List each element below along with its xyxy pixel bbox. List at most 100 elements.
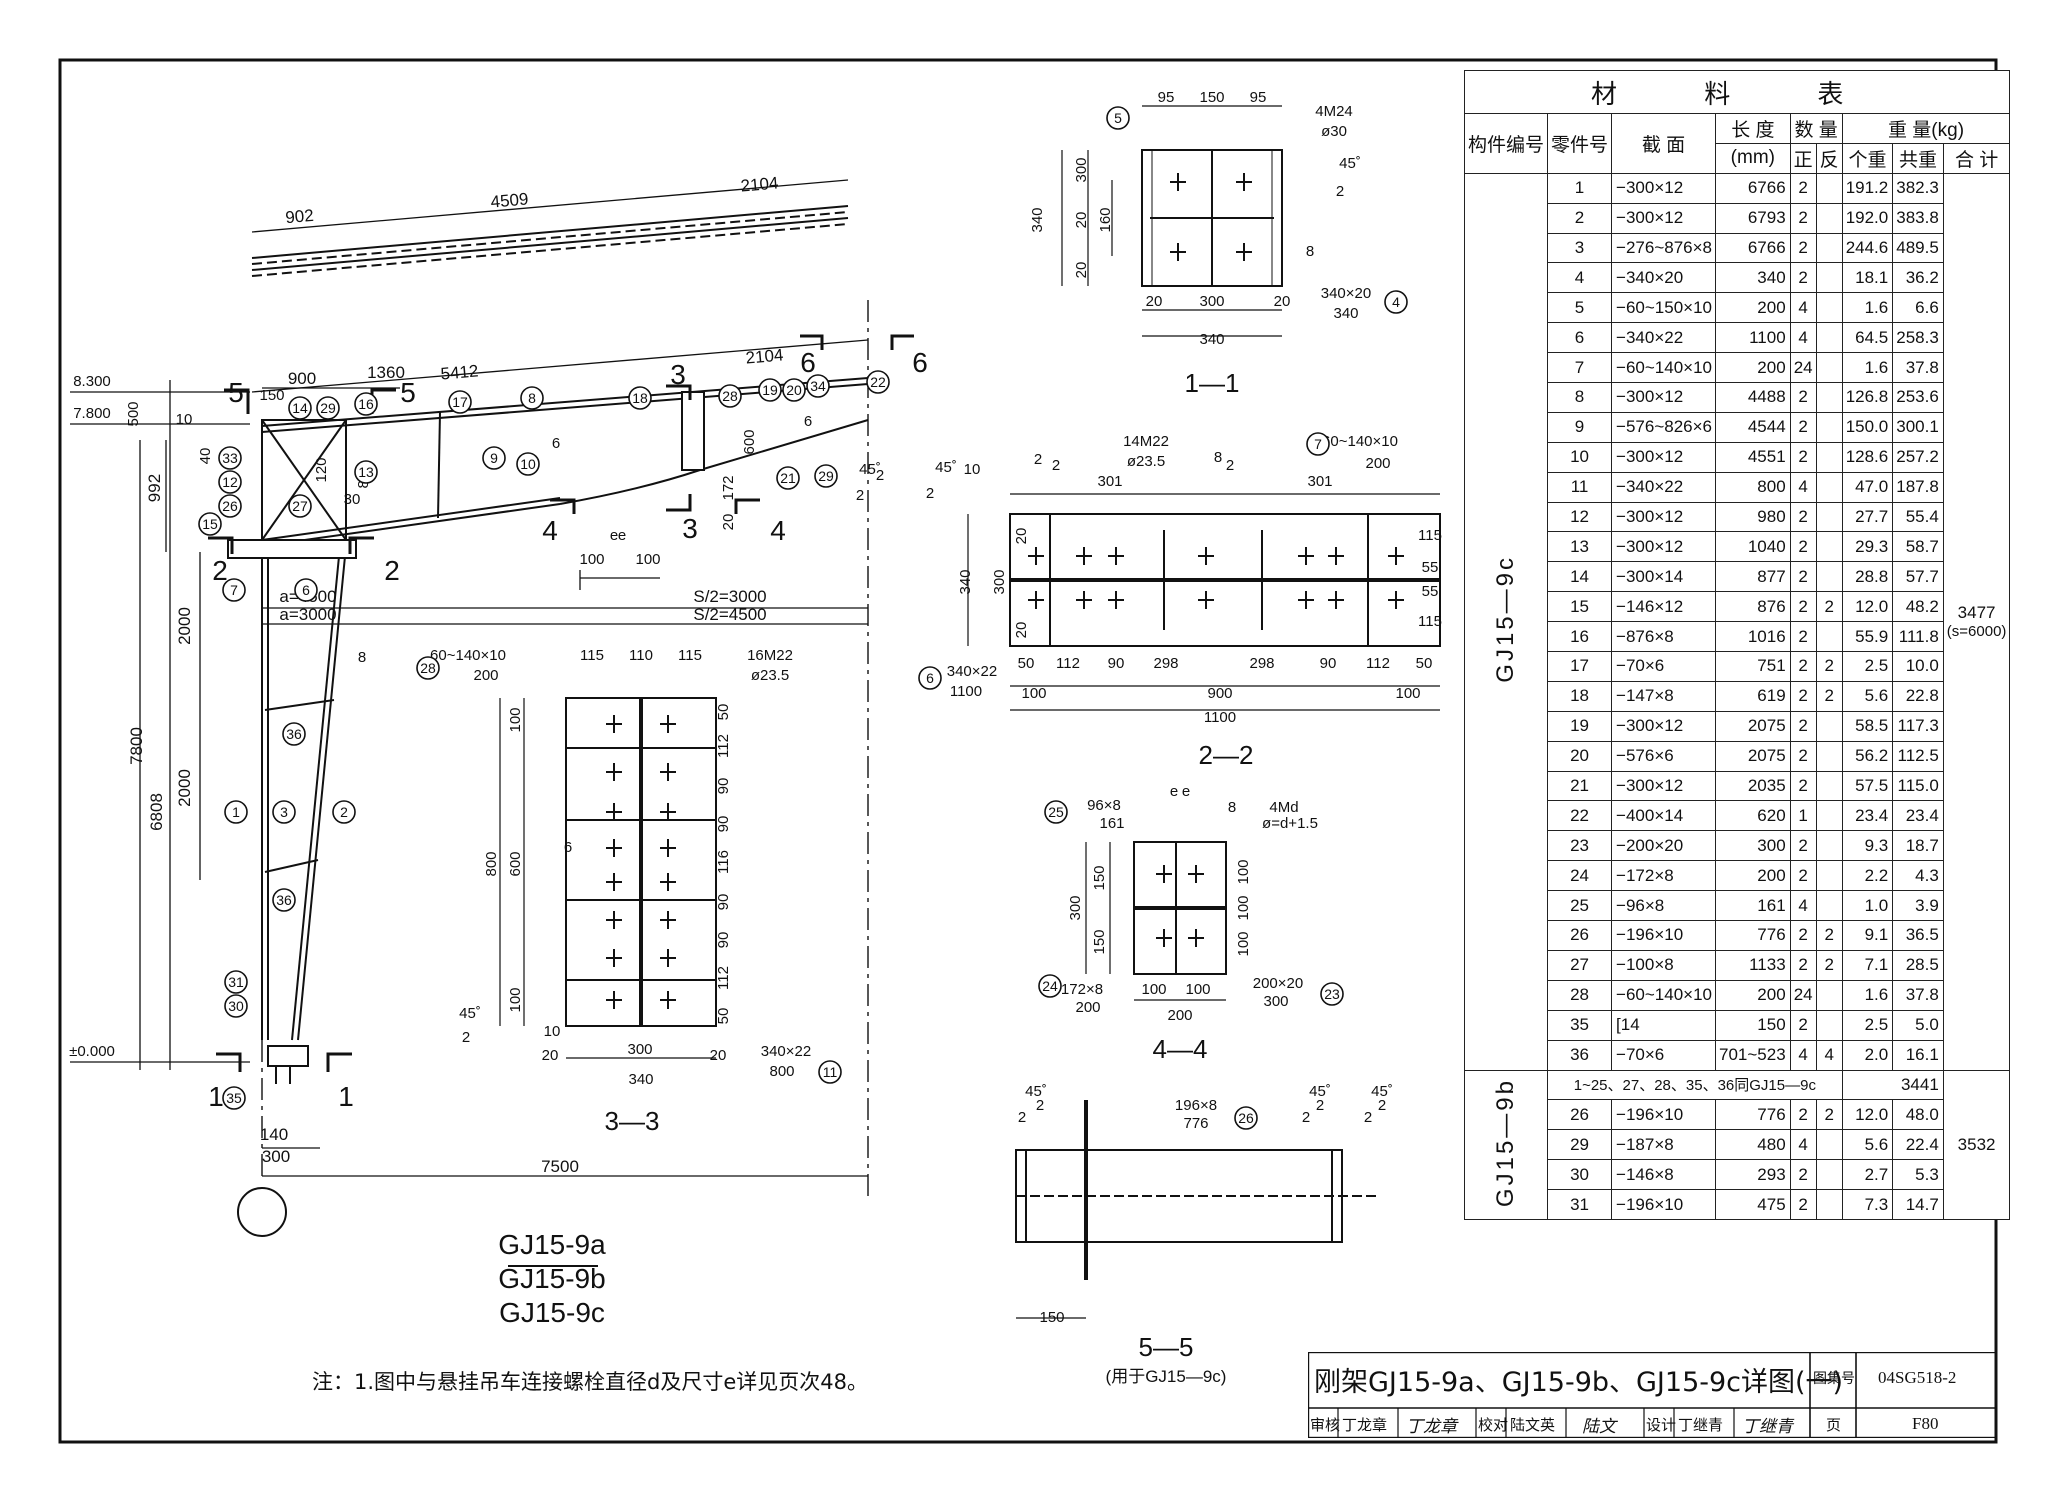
table-cell: 37.8 — [1892, 352, 1944, 384]
table-cell — [1815, 471, 1843, 503]
table-cell: 620 — [1715, 800, 1791, 832]
designer-name: 丁继青 — [1678, 1416, 1724, 1434]
dimension-label: ±0.000 — [69, 1043, 115, 1060]
dimension-label: 6 — [804, 413, 812, 430]
dimension-label: 20 — [1073, 212, 1090, 229]
table-cell — [1815, 232, 1843, 264]
table-cell: 29 — [1547, 1129, 1613, 1161]
table-cell: 161 — [1715, 890, 1791, 922]
dimension-label: ø=d+1.5 — [1262, 815, 1318, 832]
part-balloon-circle — [272, 800, 296, 824]
part-balloon-circle — [224, 970, 248, 994]
table-cell: 3.9 — [1892, 890, 1944, 922]
table-cell: 47.0 — [1841, 471, 1894, 503]
table-cell: 4 — [1789, 471, 1817, 503]
bolt-hole-mark — [1108, 547, 1124, 565]
table-cell: 117.3 — [1892, 710, 1944, 742]
table-cell: 877 — [1715, 561, 1791, 593]
drawing-title: 刚架GJ15-9a、GJ15-9b、GJ15-9c详图(一) — [1314, 1367, 1844, 1398]
table-cell: 16.1 — [1892, 1039, 1944, 1071]
section-mark: 2 — [384, 555, 400, 586]
table-cell: 28 — [1547, 979, 1613, 1011]
dimension-label: 301 — [1097, 473, 1122, 490]
frame-name: GJ15-9b — [498, 1263, 605, 1294]
section-mark: 6 — [800, 347, 816, 378]
dimension-label: e — [1182, 783, 1190, 800]
table-cell: 2 — [1815, 591, 1843, 623]
table-cell: −300×12 — [1611, 531, 1716, 563]
section-mark: 1 — [208, 1081, 224, 1112]
part-balloon-number: 4 — [1392, 294, 1400, 310]
table-cell — [1815, 860, 1843, 892]
table-cell: 48.2 — [1892, 591, 1944, 623]
dimension-label: 45˚ — [459, 1005, 481, 1022]
part-balloon-number: 13 — [358, 464, 374, 480]
atlas-label: 图集号 — [1813, 1371, 1855, 1387]
dimension-label: 20 — [720, 514, 737, 531]
title-block-grid — [1308, 1352, 1996, 1438]
part-balloon-circle — [316, 396, 340, 420]
dimension-label: 600 — [507, 851, 524, 876]
part-balloon-circle — [288, 494, 312, 518]
section-subtitle: (用于GJ15—9c) — [1106, 1367, 1227, 1386]
section-mark: 1 — [338, 1081, 354, 1112]
table-cell — [1815, 621, 1843, 653]
table-cell — [1815, 411, 1843, 443]
table-cell: 36.5 — [1892, 920, 1944, 951]
part-balloon-circle — [332, 800, 356, 824]
dimension-label: 300 — [991, 569, 1008, 594]
table-cell: 20 — [1547, 740, 1613, 772]
table-cell: 10 — [1547, 441, 1613, 473]
table-cell: −146×8 — [1611, 1159, 1716, 1191]
bolt-hole-mark — [1170, 173, 1186, 191]
table-cell: 22.4 — [1892, 1129, 1944, 1161]
table-cell: 2 — [1789, 1189, 1817, 1220]
dimension-label: 20 — [710, 1047, 727, 1064]
table-cell: 4 — [1789, 322, 1817, 354]
table-cell: 2 — [1789, 441, 1817, 473]
section-3-3 — [499, 697, 717, 1059]
table-cell: 57.5 — [1841, 770, 1894, 802]
table-cell: 22 — [1547, 800, 1613, 832]
table-cell — [1815, 441, 1843, 473]
table-cell: 4488 — [1715, 382, 1791, 413]
table-cell: 383.8 — [1892, 202, 1944, 234]
table-cell — [1815, 830, 1843, 862]
table-cell: 2 — [1789, 830, 1817, 862]
dimension-label: 90 — [715, 778, 732, 795]
group-total-cell: 3477(s=6000) — [1942, 172, 2011, 1071]
dimension-label: ø23.5 — [751, 667, 789, 684]
dimension-label: 10 — [544, 1023, 561, 1040]
dimension-label: 7500 — [541, 1157, 579, 1176]
part-balloon-circle — [354, 460, 378, 484]
dimension-label: 800 — [769, 1063, 794, 1080]
table-cell: 23.4 — [1892, 800, 1944, 832]
table-cell: 56.2 — [1841, 740, 1894, 772]
table-cell: 26 — [1547, 920, 1613, 951]
table-cell: 2 — [1789, 1159, 1817, 1191]
table-cell: −340×22 — [1611, 322, 1716, 354]
dimension-label: 45˚ — [1339, 155, 1361, 172]
section-mark: 5 — [400, 377, 416, 408]
dimension-label: 2000 — [175, 769, 194, 807]
dimension-label: 7.800 — [73, 405, 111, 422]
material-table: 材 料 表 构件编号 零件号 截 面 长 度 数 量 重 量(kg) (mm) … — [1463, 70, 2011, 1220]
dimension-label: 45˚ — [935, 459, 957, 476]
section-mark: 3 — [682, 513, 698, 544]
table-cell: −300×12 — [1611, 710, 1716, 742]
table-cell: 27 — [1547, 949, 1613, 981]
common-parts-weight: 3441 — [1841, 1069, 1944, 1101]
part-balloon-number: 12 — [222, 474, 238, 490]
table-cell: 112.5 — [1892, 740, 1944, 772]
part-balloon-circle — [288, 396, 312, 420]
dimension-label: 340 — [628, 1071, 653, 1088]
dimension-label: 2 — [1336, 183, 1344, 200]
dimension-label: 150 — [259, 387, 284, 404]
bolt-hole-mark — [1156, 929, 1172, 947]
part-balloon-number: 25 — [1048, 804, 1064, 820]
table-cell — [1815, 1009, 1843, 1041]
dimension-label: 150 — [1091, 929, 1108, 954]
table-cell: −100×8 — [1611, 949, 1716, 981]
